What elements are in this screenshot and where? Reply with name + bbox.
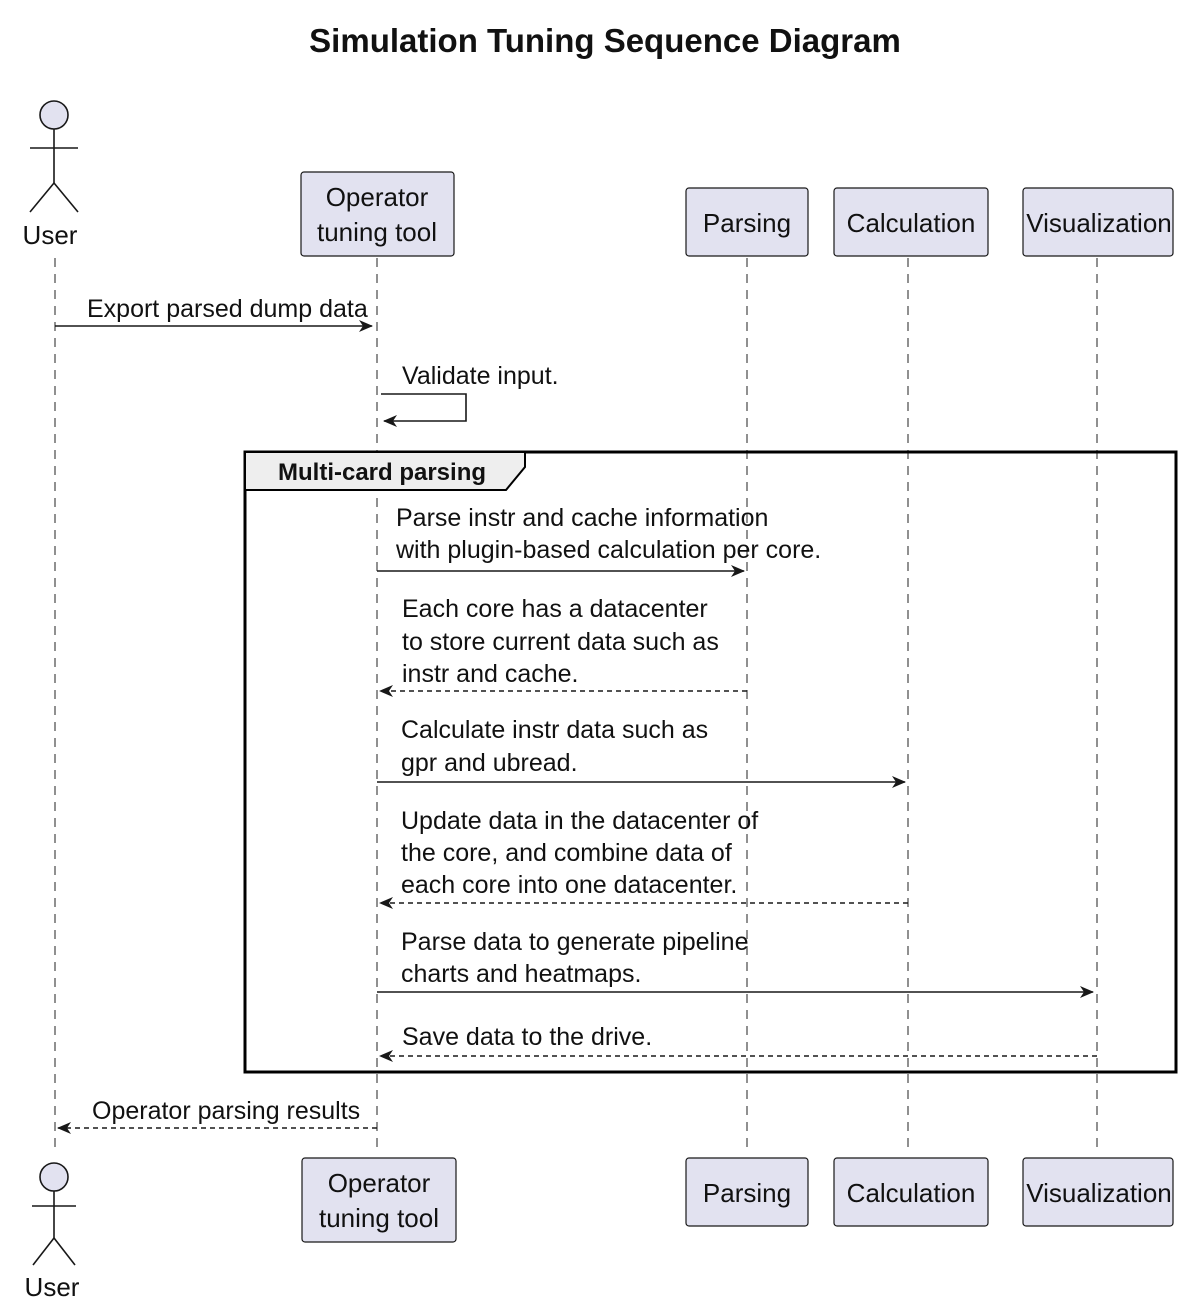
message-text-line1: Each core has a datacenter bbox=[402, 595, 708, 623]
participant-parsing-bottom: Parsing bbox=[685, 1157, 809, 1227]
message-text-line1: Calculate instr data such as bbox=[401, 716, 708, 744]
message-text-line3: each core into one datacenter. bbox=[401, 871, 737, 899]
message-calculate-instr-data: Calculate instr data such as gpr and ubr… bbox=[377, 716, 906, 788]
diagram-title: Simulation Tuning Sequence Diagram bbox=[309, 22, 901, 59]
participant-tool-bottom: Operator tuning tool bbox=[301, 1157, 457, 1243]
message-text: Export parsed dump data bbox=[87, 295, 368, 323]
message-export-parsed-dump-data: Export parsed dump data bbox=[55, 295, 373, 332]
actor-user-label: User bbox=[23, 220, 78, 250]
message-text: Validate input. bbox=[402, 362, 559, 390]
message-text-line2: to store current data such as bbox=[402, 628, 719, 656]
participant-visualization-bottom: Visualization bbox=[1022, 1157, 1174, 1227]
participant-tool-top: Operator tuning tool bbox=[300, 171, 455, 257]
message-parse-data-pipeline: Parse data to generate pipeline charts a… bbox=[377, 928, 1094, 998]
message-text-line2: the core, and combine data of bbox=[401, 839, 732, 867]
message-save-data-drive: Save data to the drive. bbox=[379, 1023, 1097, 1062]
participant-parsing-top: Parsing bbox=[685, 187, 809, 257]
participant-tool-label-line2: tuning tool bbox=[317, 217, 437, 247]
message-text-line2: charts and heatmaps. bbox=[401, 960, 641, 988]
message-each-core-datacenter: Each core has a datacenter to store curr… bbox=[379, 595, 747, 697]
message-operator-parsing-results: Operator parsing results bbox=[57, 1097, 377, 1134]
message-text-line3: instr and cache. bbox=[402, 660, 579, 688]
message-text-line1: Update data in the datacenter of bbox=[401, 807, 758, 835]
message-parse-instr-cache: Parse instr and cache information with p… bbox=[377, 504, 821, 577]
participant-calculation-top: Calculation bbox=[833, 187, 989, 257]
participant-calculation-label: Calculation bbox=[847, 208, 976, 238]
participant-parsing-label: Parsing bbox=[703, 1178, 791, 1208]
participant-visualization-label: Visualization bbox=[1026, 208, 1172, 238]
message-text-line2: with plugin-based calculation per core. bbox=[395, 536, 821, 564]
participant-calculation-label: Calculation bbox=[847, 1178, 976, 1208]
frame-label: Multi-card parsing bbox=[278, 459, 486, 486]
participant-visualization-top: Visualization bbox=[1022, 187, 1174, 257]
message-text-line2: gpr and ubread. bbox=[401, 749, 578, 777]
actor-user-top: User bbox=[23, 100, 79, 250]
participant-tool-label-line1: Operator bbox=[328, 1168, 431, 1198]
participant-parsing-label: Parsing bbox=[703, 208, 791, 238]
participant-tool-label-line2: tuning tool bbox=[319, 1203, 439, 1233]
message-update-datacenter: Update data in the datacenter of the cor… bbox=[379, 807, 908, 909]
message-text-line1: Parse data to generate pipeline bbox=[401, 928, 748, 956]
message-text-line1: Parse instr and cache information bbox=[396, 504, 768, 532]
frame-multi-card-parsing: Multi-card parsing bbox=[243, 450, 1178, 1074]
participant-visualization-label: Visualization bbox=[1026, 1178, 1172, 1208]
actor-user-label: User bbox=[25, 1272, 80, 1302]
participant-calculation-bottom: Calculation bbox=[833, 1157, 989, 1227]
message-validate-input: Validate input. bbox=[381, 362, 559, 427]
participant-tool-label-line1: Operator bbox=[326, 182, 429, 212]
message-text: Save data to the drive. bbox=[402, 1023, 652, 1051]
actor-user-bottom: User bbox=[25, 1162, 80, 1302]
message-text: Operator parsing results bbox=[92, 1097, 360, 1125]
